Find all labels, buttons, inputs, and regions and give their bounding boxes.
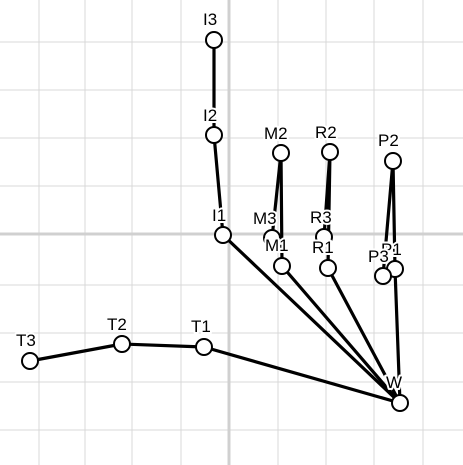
joint-r3[interactable] [315, 228, 333, 246]
joint-i1[interactable] [214, 226, 232, 244]
bone-r2-r3 [322, 150, 332, 239]
joint-p3[interactable] [374, 267, 392, 285]
joint-label-i1: I1 [212, 206, 226, 225]
joint-i3[interactable] [205, 31, 223, 49]
bone-w-p1 [393, 267, 402, 405]
joint-i2[interactable] [205, 126, 223, 144]
joint-label-r1: R1 [312, 238, 334, 257]
joint-label-w: W [386, 373, 402, 392]
joint-t1[interactable] [195, 338, 213, 356]
joint-label-p3: P3 [368, 247, 389, 266]
bone-p2-p3 [381, 159, 395, 278]
bone-t2-t3 [28, 342, 124, 363]
joint-t2[interactable] [113, 335, 131, 353]
joint-t3[interactable] [21, 352, 39, 370]
joints [21, 31, 409, 412]
joint-m3[interactable] [263, 229, 281, 247]
joint-r2[interactable] [321, 143, 339, 161]
bone-t1-t2 [120, 342, 206, 349]
joint-label-t3: T3 [16, 331, 36, 350]
joint-label-t1: T1 [191, 317, 211, 336]
bone-w-i1 [221, 233, 402, 405]
joint-r1[interactable] [319, 259, 337, 277]
joint-label-m1: M1 [265, 236, 289, 255]
bones [28, 38, 402, 405]
bone-w-r1 [326, 266, 402, 405]
joint-label-m2: M2 [264, 124, 288, 143]
joint-p2[interactable] [384, 152, 402, 170]
bone-w-m1 [280, 264, 402, 405]
joint-label-i2: I2 [203, 106, 217, 125]
joint-label-i3: I3 [203, 10, 217, 29]
joint-label-p1: P1 [381, 240, 402, 259]
bone-w-t1 [202, 345, 402, 405]
joint-label-t2: T2 [107, 315, 127, 334]
bone-m2-m3 [270, 151, 283, 240]
joint-label-p2: P2 [378, 131, 399, 150]
joint-m1[interactable] [273, 257, 291, 275]
bone-p1-p2 [391, 159, 397, 271]
joint-m2[interactable] [272, 144, 290, 162]
bone-m1-m2 [279, 151, 284, 268]
bone-i1-i2 [212, 133, 225, 237]
joint-label-r2: R2 [315, 123, 337, 142]
joint-label-r3: R3 [310, 208, 332, 227]
joint-w[interactable] [391, 394, 409, 412]
joint-label-m3: M3 [253, 209, 277, 228]
